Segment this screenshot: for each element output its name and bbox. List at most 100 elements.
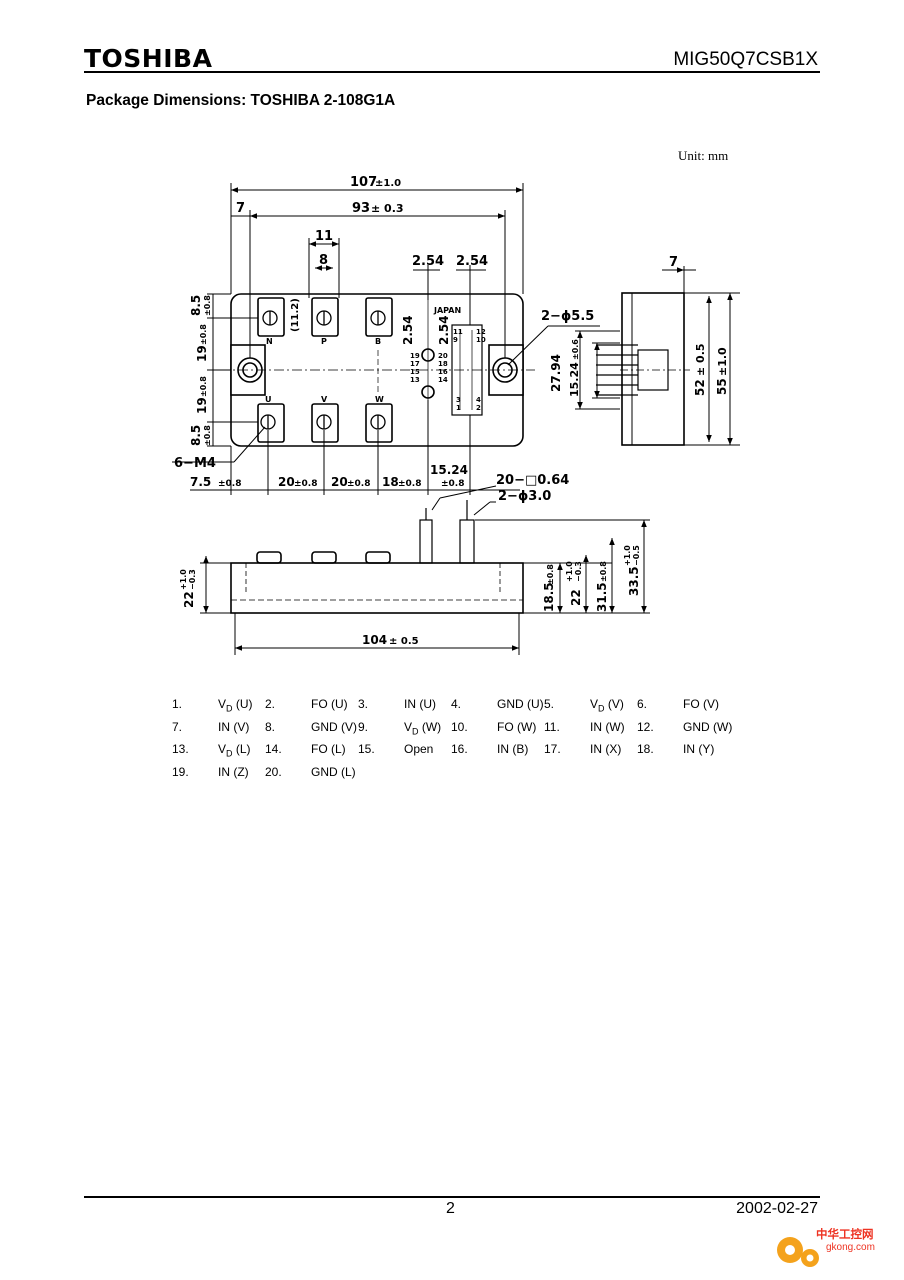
dim-side-outer-tol: ±1.0	[716, 347, 729, 376]
pin-function: VD (W)	[404, 719, 442, 736]
dim-front-left: 22	[182, 591, 196, 608]
pin-number: 16.	[451, 742, 468, 756]
pin-label: 9	[453, 336, 458, 344]
pin-function: VD (V)	[590, 697, 624, 714]
dim-side-top: 7	[669, 255, 678, 270]
dim-h4-tol: ±0.8	[398, 479, 421, 489]
dim-h1: 7.5	[190, 475, 211, 489]
top-view	[220, 293, 535, 447]
dim-h4: 18	[382, 475, 399, 489]
dim-18-5: 18.5	[542, 582, 556, 612]
country-mark: JAPAN	[433, 306, 461, 315]
dim-18-5-tol: ±0.8	[546, 564, 555, 585]
dim-mount-pitch-tol: ± 0.3	[371, 202, 404, 215]
dim-h3: 20	[331, 475, 348, 489]
package-drawing: 107 ±1.0 93 ± 0.3 7 11 8 2.54 2.54 JAPAN…	[172, 175, 740, 655]
side-view	[596, 292, 690, 446]
pin-label: 16	[438, 368, 448, 376]
label-p: P	[321, 337, 327, 346]
pin-label: 1	[456, 404, 461, 412]
pin-function: FO (W)	[497, 719, 537, 734]
dim-pin-row: 27.94	[549, 354, 563, 392]
pin-label: 18	[438, 360, 448, 368]
pin-number: 17.	[544, 742, 561, 756]
footer-rule	[84, 1196, 820, 1198]
dim-front-left-tol-dn: −0.3	[188, 569, 197, 590]
pin-function: VD (L)	[218, 742, 251, 759]
pin-number: 8.	[265, 719, 276, 734]
dim-pin-pitch-v1: 2.54	[401, 315, 415, 345]
label-b: B	[375, 337, 381, 346]
pin-label: 20	[438, 352, 448, 360]
pin-label: 19	[410, 352, 420, 360]
dim-base-tol: ± 0.5	[389, 636, 419, 647]
pin-function: IN (Z)	[218, 764, 249, 779]
dim-h2: 20	[278, 475, 295, 489]
dim-22: 22	[569, 589, 583, 606]
signal-connector	[451, 324, 483, 416]
pin-function: IN (X)	[590, 742, 622, 756]
dim-pin-pitch-v2: 2.54	[437, 315, 451, 345]
dim-33-5: 33.5	[627, 566, 641, 596]
dim-overall-length: 107	[350, 175, 377, 190]
dim-v-lower: 19	[195, 397, 209, 414]
dim-v-upper: 19	[195, 345, 209, 362]
dim-pin-row2-tol: ±0.6	[571, 339, 580, 360]
pin-function: GND (L)	[311, 764, 356, 779]
watermark-sub: gkong.com	[826, 1242, 875, 1253]
pin-number: 20.	[265, 764, 282, 779]
pin-number: 15.	[358, 742, 375, 756]
pin-number: 13.	[172, 742, 189, 756]
label-n: N	[266, 337, 273, 346]
dim-v-top-tol: ±0.8	[203, 295, 212, 316]
pin-number: 1.	[172, 697, 183, 711]
pin-function: FO (V)	[683, 697, 719, 711]
dim-22-tol-dn: −0.3	[574, 561, 583, 582]
pin-spec-round: 2−ϕ3.0	[498, 489, 551, 504]
dim-mount-pitch: 93	[352, 201, 370, 216]
pin-function: FO (L)	[311, 742, 346, 756]
pin-function: IN (B)	[497, 742, 529, 756]
pin-number: 7.	[172, 719, 183, 734]
section-title: Package Dimensions: TOSHIBA 2-108G1A	[86, 92, 396, 109]
base-plate	[230, 562, 524, 614]
label-u: U	[265, 395, 272, 404]
pin-number: 9.	[358, 719, 369, 734]
pin-number: 18.	[637, 742, 654, 756]
dim-base-length: 104	[362, 633, 387, 647]
pin-function: FO (U)	[311, 697, 348, 711]
dim-v-bottom-tol: ±0.8	[203, 425, 212, 446]
watermark-gear-icon	[777, 1237, 819, 1267]
label-v: V	[321, 395, 328, 404]
dim-front-left-tol-up: +1.0	[179, 569, 188, 590]
dim-h3-tol: ±0.8	[347, 479, 370, 489]
pin-function: Open	[404, 742, 434, 756]
pin-function: GND (U)	[497, 697, 544, 711]
pin-function: GND (W)	[683, 719, 733, 734]
screw-spec: 6−M4	[174, 456, 216, 471]
pin-label: 4	[476, 396, 481, 404]
dim-33-5-tol-dn: −0.5	[632, 545, 641, 566]
pin-label: 13	[410, 376, 420, 384]
pin-number: 11.	[544, 719, 560, 734]
pin-number: 5.	[544, 697, 555, 711]
pin-number: 6.	[637, 697, 648, 711]
pin-function: IN (W)	[590, 719, 625, 734]
label-w: W	[375, 395, 384, 404]
pin-number: 14.	[265, 742, 282, 756]
pin-function: IN (V)	[218, 719, 250, 734]
hole-spec: 2−ϕ5.5	[541, 309, 594, 324]
pin-label: 10	[476, 336, 486, 344]
dim-pin-pitch-a: 2.54	[412, 254, 444, 269]
dim-terminal-width: 11	[315, 229, 333, 244]
brand-logo: TOSHIBA	[84, 44, 213, 73]
document-date: 2002-02-27	[736, 1200, 818, 1217]
dim-h2-tol: ±0.8	[294, 479, 317, 489]
pin-label: 15	[410, 368, 420, 376]
watermark-text: 中华工控网	[816, 1229, 874, 1241]
pin-number: 4.	[451, 697, 462, 711]
dim-31-5: 31.5	[595, 582, 609, 612]
part-number: MIG50Q7CSB1X	[673, 49, 818, 70]
pin-number: 10.	[451, 719, 468, 734]
pin-label: 2	[476, 404, 481, 412]
